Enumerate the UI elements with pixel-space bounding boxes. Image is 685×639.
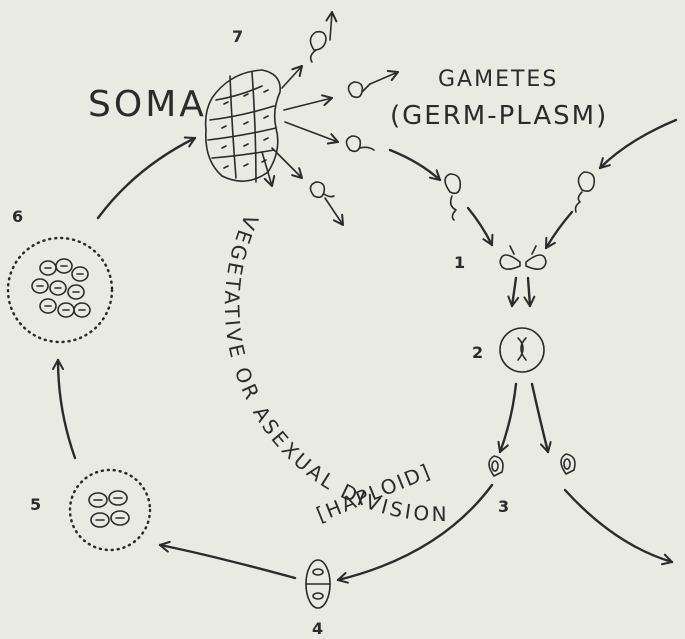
spore-left — [489, 456, 503, 476]
arrow-5-to-6 — [58, 360, 75, 458]
soma-arrow-7 — [370, 72, 398, 84]
arrow-2-to-3-right — [532, 384, 548, 452]
large-colony — [8, 238, 112, 342]
arrow-6-to-soma — [98, 138, 195, 218]
gamete-upper-right — [348, 82, 370, 97]
stage-number-6: 6 — [12, 207, 23, 226]
soma-arrow-8 — [325, 198, 343, 225]
soma-arrow-3 — [285, 122, 338, 142]
arrow-incoming-gamete — [600, 120, 676, 168]
zygote — [500, 328, 544, 372]
gamete-lower — [310, 182, 334, 197]
gamete-top — [310, 32, 326, 62]
arrow-3-right-out — [565, 490, 672, 562]
soma-arrow-2 — [284, 98, 332, 110]
germ-plasm-label: (GERM-PLASM) — [390, 101, 608, 131]
soma-arrow-6 — [330, 12, 332, 40]
gamete-middle — [346, 136, 374, 151]
fusing-gametes — [500, 246, 546, 269]
stage-number-4: 4 — [312, 619, 323, 638]
arrow-1-to-2-left — [512, 278, 516, 306]
arrow-2-to-3-left — [500, 384, 516, 452]
soma-label: SOMA — [88, 84, 207, 125]
arrow-soma-to-gamete-path — [390, 150, 440, 180]
stage-number-3: 3 — [498, 497, 509, 516]
gametes-label: GAMETES — [438, 67, 558, 92]
small-colony — [70, 470, 150, 550]
gamete-approaching-left — [445, 174, 460, 220]
arrow-gamete-to-1-left — [468, 208, 492, 245]
arrow-gamete-to-1-right — [546, 212, 572, 248]
gamete-approaching-right — [576, 172, 595, 212]
arrow-4-to-5 — [160, 545, 295, 578]
dividing-cell — [306, 560, 330, 608]
arrow-1-to-2-right — [528, 278, 530, 306]
soma-arrow-1 — [282, 66, 302, 88]
spore-right — [561, 454, 575, 474]
soma-cell-cluster — [206, 70, 281, 182]
stage-number-2: 2 — [472, 343, 483, 362]
stage-number-1: 1 — [454, 253, 465, 272]
stage-number-5: 5 — [30, 495, 41, 514]
stage-number-7: 7 — [232, 27, 243, 46]
